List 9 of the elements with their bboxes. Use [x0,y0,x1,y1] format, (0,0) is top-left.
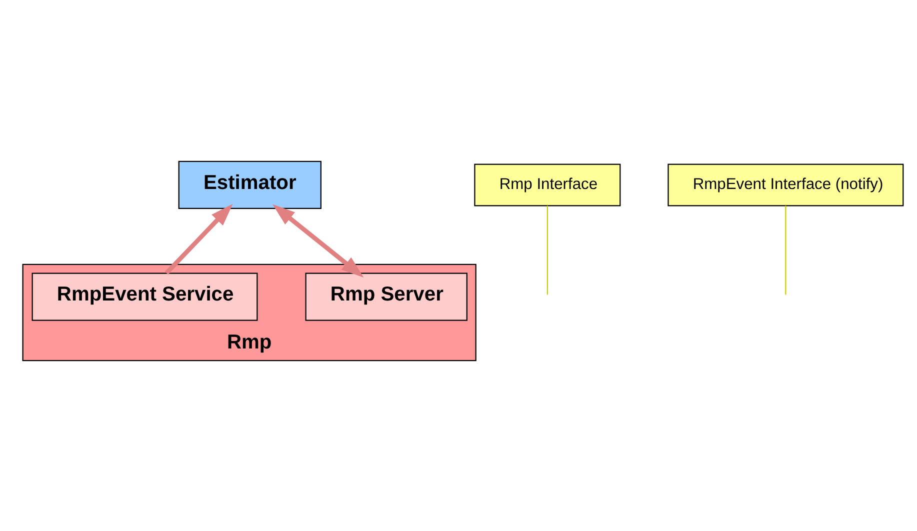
node-box: Rmp Server [305,272,468,321]
node-box: Estimator [178,160,322,210]
connector [785,206,786,295]
node-box: RmpEvent Interface (notify) [668,164,904,206]
node-box: RmpEvent Service [32,272,258,321]
connector [546,206,548,295]
arrow [164,204,233,275]
arrow [272,204,364,278]
node-box: Rmp Interface [474,164,621,206]
